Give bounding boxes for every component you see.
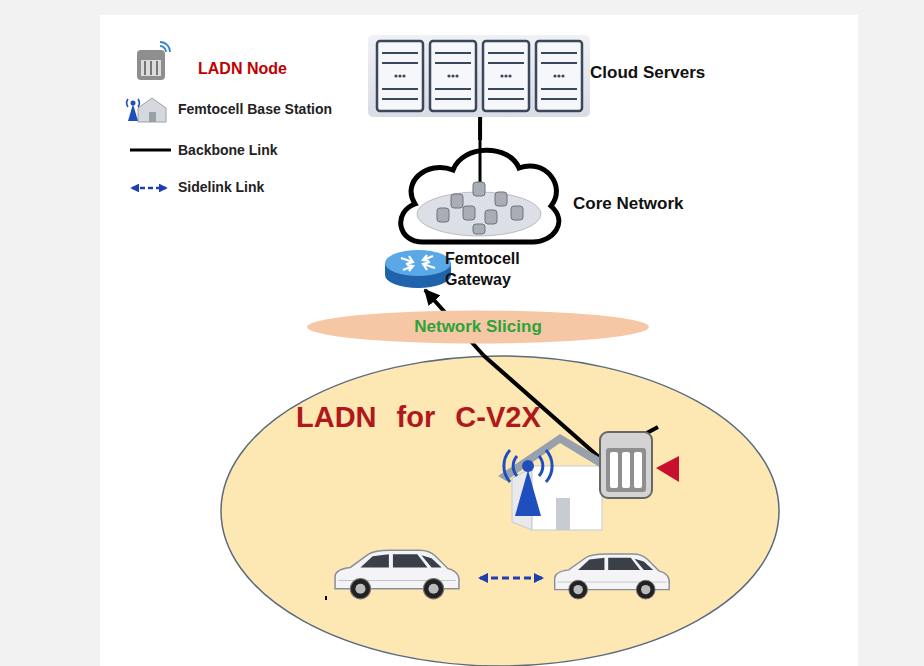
cloud-shape <box>393 140 565 248</box>
rack-dots <box>394 74 564 77</box>
router-top <box>385 250 451 276</box>
server-racks <box>377 41 582 111</box>
database-disc <box>417 192 541 236</box>
legend-text: LADN Node <box>198 60 287 78</box>
core-network-cloud: Core Network <box>393 140 565 248</box>
gateway-router: Femtocell Gateway <box>383 248 453 290</box>
cloud-servers-node: Cloud Servers <box>368 35 590 117</box>
node-label: Cloud Servers <box>590 63 705 83</box>
car-left <box>335 550 459 599</box>
ladn-node-box <box>600 432 679 498</box>
router-icon <box>383 248 453 290</box>
legend-ladn-icon <box>137 42 170 80</box>
sidelink-arrow <box>480 577 542 580</box>
ladn-ellipse <box>221 356 779 666</box>
server-rack-group <box>368 35 590 117</box>
antenna-icon <box>504 450 552 516</box>
ladn-area-node: LADN for C-V2X <box>220 355 780 666</box>
legend-sidelink-arrow <box>132 187 166 190</box>
backbone-wire <box>483 355 658 458</box>
node-label: Femtocell Gateway <box>445 248 537 290</box>
node-label: LADN for C-V2X <box>296 401 541 434</box>
tick-mark <box>325 596 327 600</box>
network-slicing-band: Network Slicing <box>306 310 650 344</box>
legend-text: Backbone Link <box>178 142 278 158</box>
band-ellipse <box>307 311 649 344</box>
legend-text: Femtocell Base Station <box>178 101 332 117</box>
legend-backbone-line <box>130 149 171 152</box>
legend-femtocell-icon <box>127 98 166 122</box>
backbone-link <box>478 117 482 140</box>
legend-text: Sidelink Link <box>178 179 264 195</box>
femtocell-house <box>498 434 614 530</box>
node-label: Core Network <box>573 194 684 214</box>
car-right <box>555 554 670 599</box>
database-cylinders <box>437 182 523 234</box>
backbone-link <box>425 290 483 355</box>
node-label: Network Slicing <box>306 317 650 337</box>
server-backdrop <box>368 35 590 117</box>
rack-lines <box>382 53 577 99</box>
router-arrows <box>401 255 435 271</box>
